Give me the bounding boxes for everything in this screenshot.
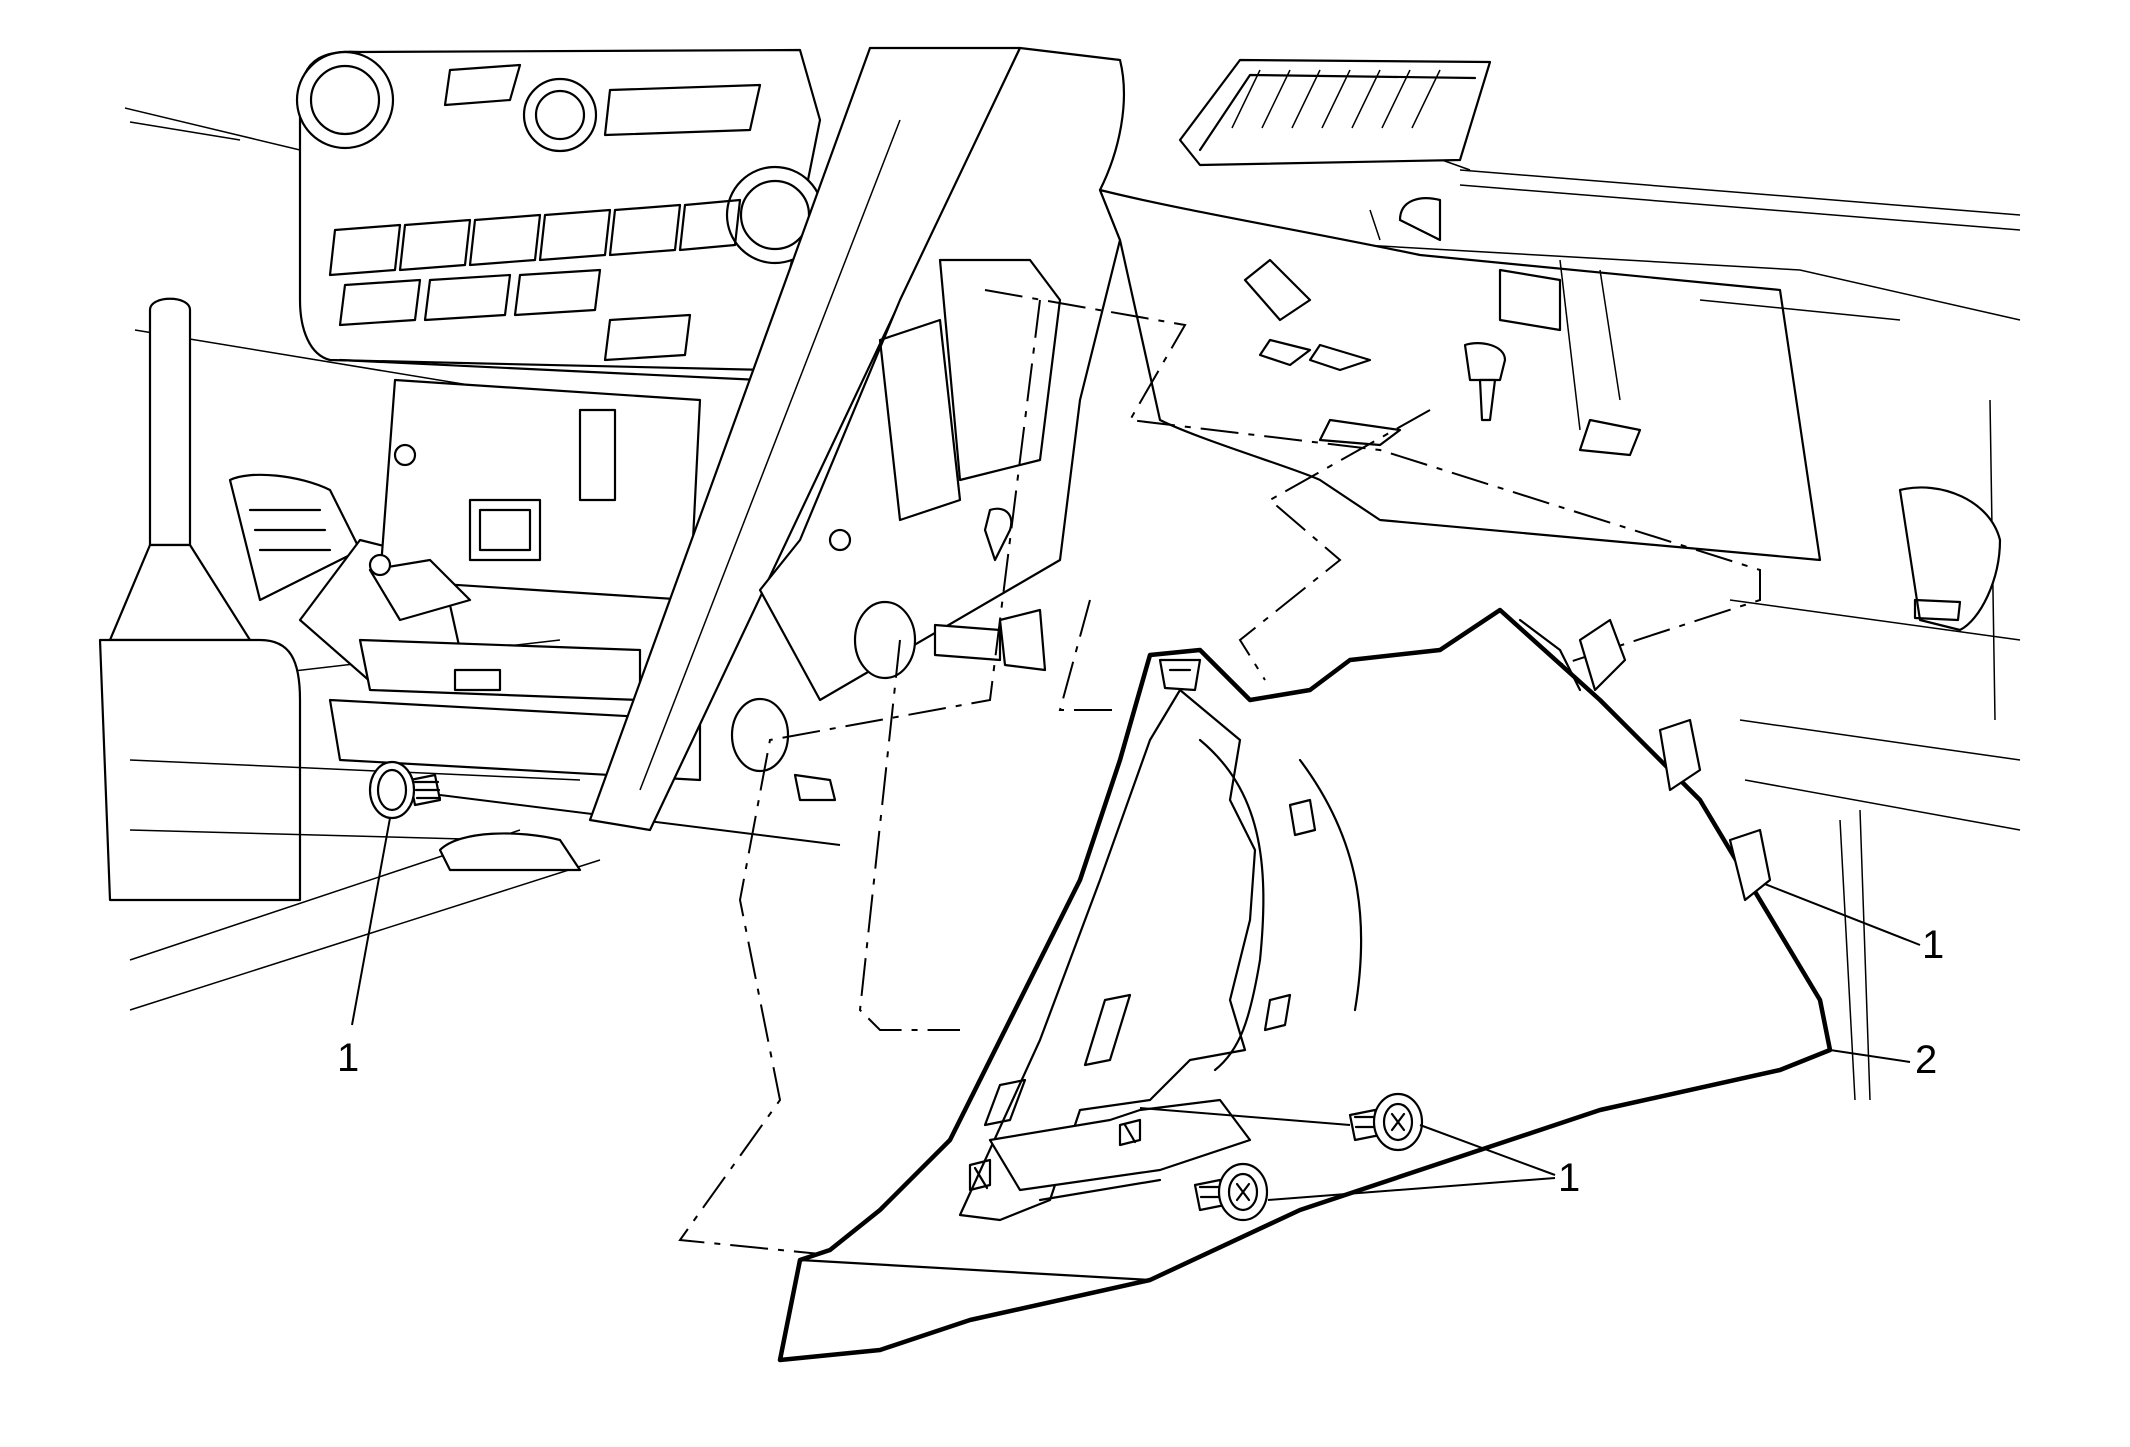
callout-fastener-upper-right: 1 xyxy=(1922,923,1945,967)
fastener-lower-left xyxy=(1193,1162,1269,1222)
lower-right-fastener-guide xyxy=(1139,1107,1351,1126)
dashboard-background xyxy=(124,107,2021,1101)
fastener-lower-right xyxy=(1348,1092,1424,1152)
knee-bolster-trim-panel xyxy=(777,607,1833,1363)
callout-fasteners-lower: 1 xyxy=(1558,1156,1581,1200)
air-vent xyxy=(1178,58,1492,167)
callout-fastener-left: 1 xyxy=(337,1036,360,1080)
lower-callout-leader-b xyxy=(1267,1177,1556,1201)
explode-guides xyxy=(678,289,1761,1261)
hvac-control-panel xyxy=(295,48,825,382)
instrument-panel-carrier xyxy=(730,46,1126,802)
left-callout-leader xyxy=(351,817,391,1026)
side-panel-left xyxy=(588,46,1022,832)
callout-trim-panel: 2 xyxy=(1915,1038,1938,1082)
fastener-left xyxy=(368,760,442,820)
trim-panel-callout-leader xyxy=(1829,1049,1911,1063)
centre-console xyxy=(98,297,702,902)
glove-box-area xyxy=(1098,188,2002,632)
lower-callout-leader-a xyxy=(1419,1124,1556,1176)
mounting-bracket xyxy=(358,378,702,702)
